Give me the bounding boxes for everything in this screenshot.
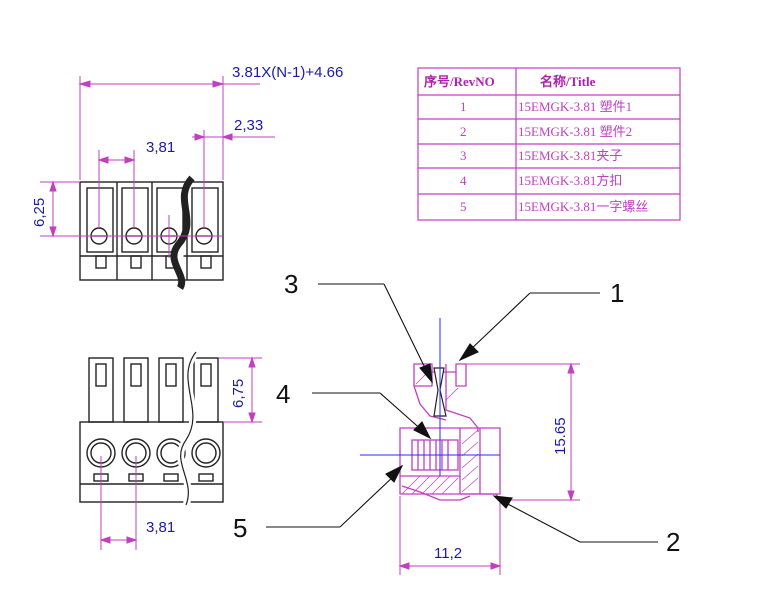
table-row-rev: 2 xyxy=(460,124,467,139)
table-header-title: 名称/Title xyxy=(540,74,596,89)
side-view xyxy=(399,363,501,501)
dimension-lines-side xyxy=(398,362,580,575)
pitch-bottom-dimension: 3,81 xyxy=(146,519,175,536)
table-header-rev: 序号/RevNO xyxy=(424,74,495,89)
pitch-top-dimension: 3,81 xyxy=(146,139,175,156)
top-view-centerlines xyxy=(40,130,222,258)
side-view-centerlines xyxy=(360,318,500,476)
callout-4: 4 xyxy=(276,379,290,409)
callout-2: 2 xyxy=(666,527,680,557)
table-row-title: 15EMGK-3.81 塑件2 xyxy=(518,124,632,139)
top-height-dimension: 6,25 xyxy=(31,198,48,227)
table-row-title: 15EMGK-3.81夹子 xyxy=(518,148,622,163)
dimension-lines-front xyxy=(99,356,262,550)
callout-3: 3 xyxy=(284,269,298,299)
table-row-rev: 5 xyxy=(460,199,467,214)
front-height-dimension: 6,75 xyxy=(230,379,247,408)
side-height-dimension: 15.65 xyxy=(552,417,569,455)
section-hatching xyxy=(401,369,479,495)
table-row-rev: 4 xyxy=(460,173,467,188)
table-row-title: 15EMGK-3.81一字螺丝 xyxy=(518,199,648,214)
table-row-title: 15EMGK-3.81方扣 xyxy=(518,173,622,188)
table-row-rev: 3 xyxy=(460,148,467,163)
callout-5: 5 xyxy=(233,513,247,543)
parts-table xyxy=(417,67,681,221)
callout-1: 1 xyxy=(610,278,624,308)
side-width-dimension: 11,2 xyxy=(434,545,462,562)
top-view xyxy=(79,181,224,281)
dimension-lines-top xyxy=(49,76,275,238)
edge-offset-dimension: 2,33 xyxy=(234,117,263,134)
table-row-title: 15EMGK-3.81 塑件1 xyxy=(518,99,632,114)
callout-leaders xyxy=(266,283,658,543)
overall-width-dimension: 3.81X(N-1)+4.66 xyxy=(232,64,343,81)
table-row-rev: 1 xyxy=(460,99,467,114)
